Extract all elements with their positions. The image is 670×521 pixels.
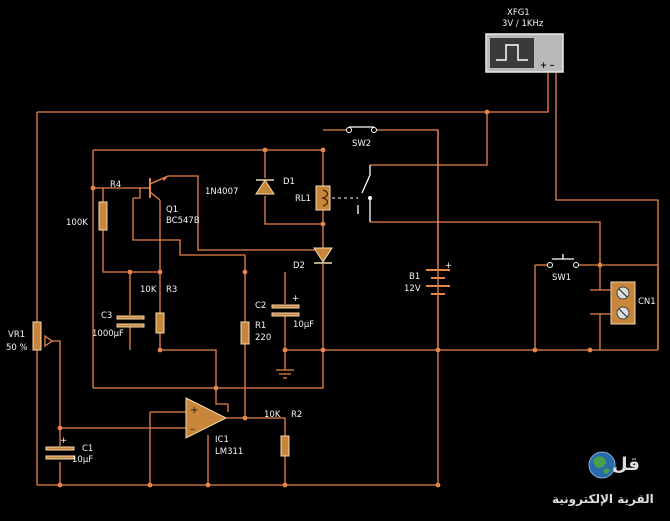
q1-part: BC547B (166, 216, 200, 226)
r2-value: 10K (264, 410, 281, 420)
xfg1-setting: 3V / 1KHz (502, 19, 544, 29)
diode-d2[interactable]: D2 (293, 247, 333, 271)
ic1-part: LM311 (215, 447, 243, 457)
xfg1-minus-terminal: – (550, 61, 554, 71)
c1-ref: C1 (82, 444, 93, 454)
r1-ref: R1 (255, 321, 266, 331)
sw2-ref: SW2 (352, 139, 371, 149)
square-wave-icon (496, 44, 528, 61)
c1-value: 10µF (72, 455, 93, 465)
capacitor-c2[interactable]: + C2 10µF (255, 294, 314, 330)
b1-ref: B1 (409, 272, 420, 282)
xfg1-ref: XFG1 (507, 8, 530, 18)
c2-ref: C2 (255, 301, 266, 311)
switch-sw2[interactable]: SW2 (346, 126, 377, 149)
c2-value: 10µF (293, 320, 314, 330)
c2-plus-sign: + (292, 294, 299, 304)
r3-value: 10K (140, 285, 157, 295)
switch-sw1[interactable]: SW1 (547, 254, 579, 283)
junctions (57, 109, 603, 488)
d2-ref: D2 (293, 261, 305, 271)
c3-value: 1000µF (92, 329, 124, 339)
ground-symbol (276, 369, 294, 379)
watermark-logo: قل القرية الإلكترونية (552, 451, 654, 507)
watermark-text: القرية الإلكترونية (552, 492, 654, 507)
resistor-r2[interactable]: 10K R2 (264, 410, 302, 457)
r1-value: 220 (255, 333, 271, 343)
rl1-ref: RL1 (295, 194, 311, 204)
sw1-ref: SW1 (552, 273, 571, 283)
xfg1-plus-terminal: + (540, 61, 547, 71)
vr1-ref: VR1 (8, 330, 25, 340)
function-generator-xfg1[interactable]: XFG1 3V / 1KHz + – (485, 8, 564, 73)
b1-value: 12V (404, 284, 421, 294)
q1-ref: Q1 (166, 205, 178, 215)
comparator-ic1[interactable]: + – IC1 LM311 (185, 397, 243, 457)
r4-ref: R4 (110, 180, 121, 190)
ic1-plus-input: + (190, 405, 198, 416)
relay-rl1[interactable]: RL1 (295, 165, 372, 222)
ic1-minus-input: – (190, 424, 195, 435)
ic1-ref: IC1 (215, 435, 229, 445)
capacitor-c1[interactable]: + C1 10µF (45, 436, 93, 465)
r2-ref: R2 (291, 410, 302, 420)
cn1-ref: CN1 (638, 297, 656, 307)
watermark-mark: قل (612, 454, 640, 475)
transistor-q1[interactable]: Q1 BC547B (133, 175, 200, 226)
battery-b1[interactable]: + B1 12V (404, 261, 452, 295)
connector-cn1[interactable]: CN1 (600, 281, 656, 325)
resistor-r4[interactable]: R4 100K (66, 180, 121, 231)
r3-ref: R3 (166, 285, 177, 295)
r4-value: 100K (66, 218, 88, 228)
vr1-value: 50 % (6, 343, 28, 353)
d1-part: 1N4007 (205, 187, 238, 197)
b1-plus-sign: + (445, 261, 452, 271)
diode-d1[interactable]: 1N4007 D1 (205, 177, 295, 197)
resistor-r3[interactable]: 10K R3 (140, 285, 177, 334)
capacitor-c3[interactable]: C3 1000µF (92, 311, 145, 339)
c1-plus-sign: + (60, 436, 67, 446)
c3-ref: C3 (101, 311, 112, 321)
d1-ref: D1 (283, 177, 295, 187)
potentiometer-vr1[interactable]: VR1 50 % (6, 321, 54, 353)
resistor-r1[interactable]: R1 220 (240, 321, 271, 345)
